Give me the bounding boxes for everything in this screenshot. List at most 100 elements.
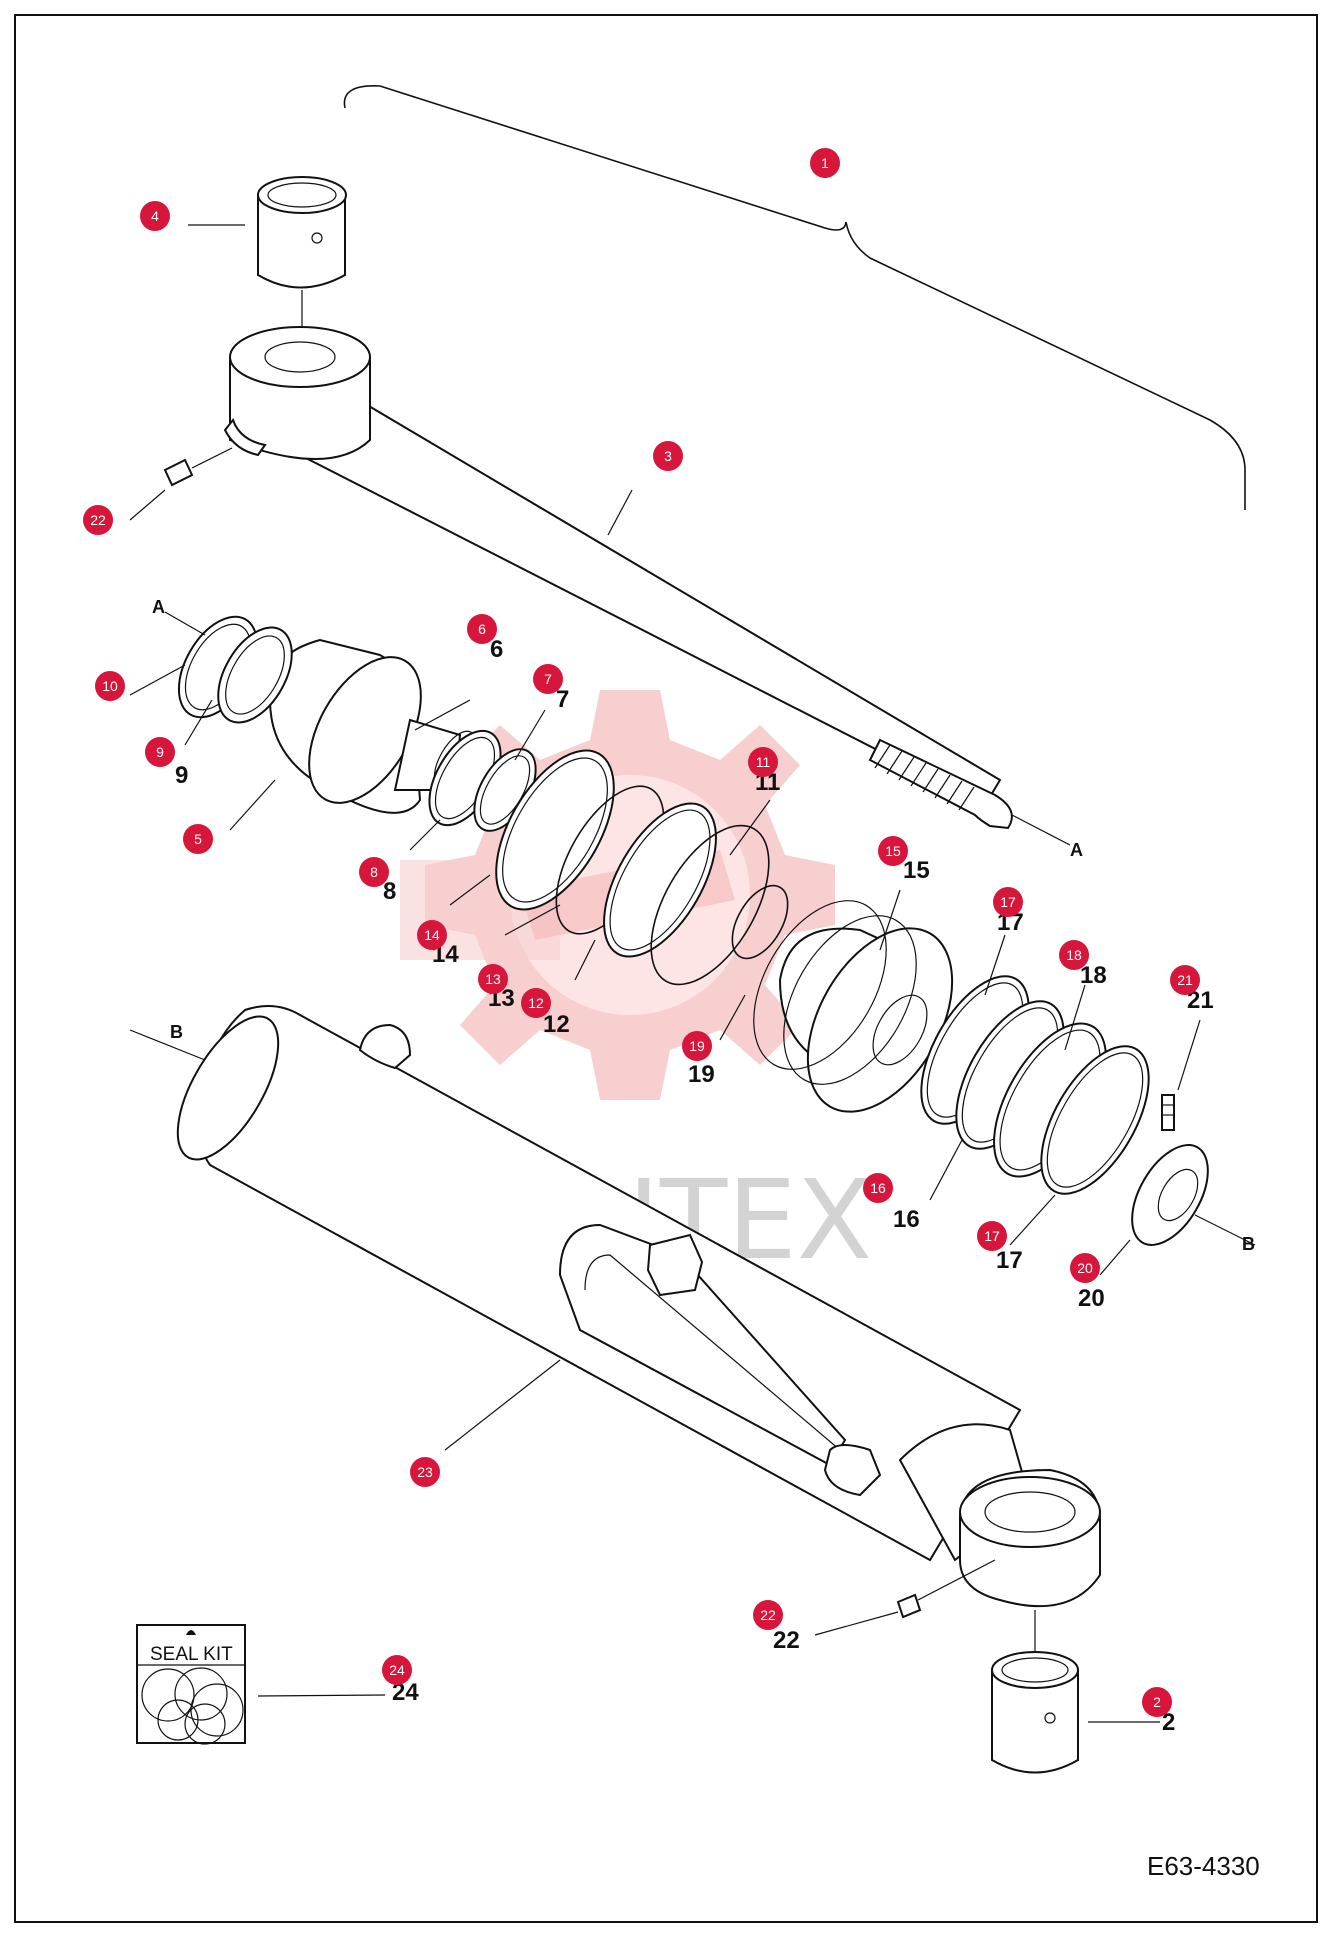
seal-kit-box: SEAL KIT (136, 1624, 386, 1745)
part-marker-number: 5 (194, 831, 202, 847)
part-marker-1[interactable]: 1 (810, 148, 840, 178)
part-marker-3[interactable]: 3 (653, 441, 683, 471)
part-label-20: 20 (1078, 1285, 1105, 1312)
part-marker-circle[interactable] (653, 441, 683, 471)
part-marker-number: 17 (1000, 894, 1016, 910)
part-marker-6[interactable]: 6 (467, 614, 497, 644)
part-marker-circle[interactable] (95, 671, 125, 701)
ref-letter-b-nut: B (1242, 1234, 1255, 1254)
part-label-22b: 22 (773, 1627, 800, 1654)
part-marker-circle[interactable] (748, 747, 778, 777)
rod-seals (428, 729, 789, 986)
part-marker-number: 8 (370, 864, 378, 880)
part-label-12: 12 (543, 1011, 570, 1038)
part-marker-number: 19 (689, 1038, 705, 1054)
part-marker-12[interactable]: 12 (521, 988, 551, 1018)
part-marker-circle[interactable] (83, 505, 113, 535)
part-marker-number: 11 (756, 754, 771, 770)
part-label-8: 8 (383, 878, 396, 905)
part-marker-circle[interactable] (521, 988, 551, 1018)
part-marker-19[interactable]: 19 (682, 1031, 712, 1061)
part-marker-circle[interactable] (467, 614, 497, 644)
part-marker-number: 21 (1177, 972, 1193, 988)
part-marker-circle[interactable] (993, 887, 1023, 917)
part-marker-circle[interactable] (140, 201, 170, 231)
part-label-7: 7 (556, 686, 569, 713)
part-marker-number: 3 (664, 448, 672, 464)
part-marker-circle[interactable] (753, 1600, 783, 1630)
cylinder-barrel (176, 1005, 1101, 1608)
part-marker-17a[interactable]: 17 (993, 887, 1023, 917)
diagram-frame (14, 14, 1318, 1923)
piston-rod (223, 326, 1071, 846)
part-marker-4[interactable]: 4 (140, 201, 170, 231)
part-marker-number: 4 (151, 208, 159, 224)
part-marker-number: 23 (417, 1464, 433, 1480)
part-marker-circle[interactable] (1059, 940, 1089, 970)
part-marker-22a[interactable]: 22 (83, 505, 113, 535)
part-marker-5[interactable]: 5 (183, 824, 213, 854)
part-marker-21[interactable]: 21 (1170, 965, 1200, 995)
part-marker-circle[interactable] (417, 920, 447, 950)
part-marker-number: 15 (885, 843, 901, 859)
ref-letter-a-top: A (152, 597, 165, 617)
part-marker-circle[interactable] (878, 836, 908, 866)
part-marker-number: 1 (821, 155, 829, 171)
part-marker-18[interactable]: 18 (1059, 940, 1089, 970)
ref-letter-a-rod: A (1070, 840, 1083, 860)
part-marker-number: 20 (1077, 1260, 1093, 1276)
part-marker-circle[interactable] (1070, 1253, 1100, 1283)
part-markers: 1234567891011121314151617171819202122222… (83, 148, 1200, 1717)
part-marker-2[interactable]: 2 (1142, 1687, 1172, 1717)
part-label-9: 9 (175, 762, 188, 789)
part-marker-circle[interactable] (145, 737, 175, 767)
part-marker-circle[interactable] (359, 857, 389, 887)
part-marker-circle[interactable] (810, 148, 840, 178)
part-marker-15[interactable]: 15 (878, 836, 908, 866)
part-marker-7[interactable]: 7 (533, 664, 563, 694)
gland (268, 638, 477, 814)
piston (753, 900, 954, 1113)
part-marker-17b[interactable]: 17 (977, 1221, 1007, 1251)
part-marker-circle[interactable] (410, 1457, 440, 1487)
part-marker-11[interactable]: 11 (748, 747, 778, 777)
part-marker-circle[interactable] (1142, 1687, 1172, 1717)
part-marker-circle[interactable] (533, 664, 563, 694)
part-marker-23[interactable]: 23 (410, 1457, 440, 1487)
grease-fitting-top (163, 447, 233, 487)
part-marker-number: 6 (478, 621, 486, 637)
part-label-2: 2 (1162, 1709, 1175, 1736)
part-label-6: 6 (490, 636, 503, 663)
part-label-16: 16 (893, 1206, 920, 1233)
piston-nut (1131, 1094, 1256, 1246)
part-marker-circle[interactable] (478, 964, 508, 994)
part-marker-circle[interactable] (1170, 965, 1200, 995)
part-marker-20[interactable]: 20 (1070, 1253, 1100, 1283)
part-label-15: 15 (903, 857, 930, 884)
part-marker-circle[interactable] (682, 1031, 712, 1061)
part-marker-circle[interactable] (183, 824, 213, 854)
part-marker-circle[interactable] (977, 1221, 1007, 1251)
part-label-17b: 17 (996, 1247, 1023, 1274)
ref-letter-b-barrel: B (170, 1022, 183, 1042)
part-marker-8[interactable]: 8 (359, 857, 389, 887)
part-marker-number: 22 (90, 512, 106, 528)
part-marker-13[interactable]: 13 (478, 964, 508, 994)
part-label-18: 18 (1080, 962, 1107, 989)
part-marker-9[interactable]: 9 (145, 737, 175, 767)
part-marker-number: 13 (485, 971, 501, 987)
part-marker-number: 14 (424, 927, 440, 943)
part-label-19: 19 (688, 1061, 715, 1088)
part-marker-circle[interactable] (382, 1655, 412, 1685)
part-marker-circle[interactable] (863, 1173, 893, 1203)
part-marker-number: 9 (156, 744, 164, 760)
part-marker-22b[interactable]: 22 (753, 1600, 783, 1630)
part-marker-10[interactable]: 10 (95, 671, 125, 701)
part-marker-14[interactable]: 14 (417, 920, 447, 950)
part-marker-number: 24 (389, 1662, 405, 1678)
part-marker-24[interactable]: 24 (382, 1655, 412, 1685)
part-marker-16[interactable]: 16 (863, 1173, 893, 1203)
seal-kit-label: SEAL KIT (150, 1644, 233, 1665)
